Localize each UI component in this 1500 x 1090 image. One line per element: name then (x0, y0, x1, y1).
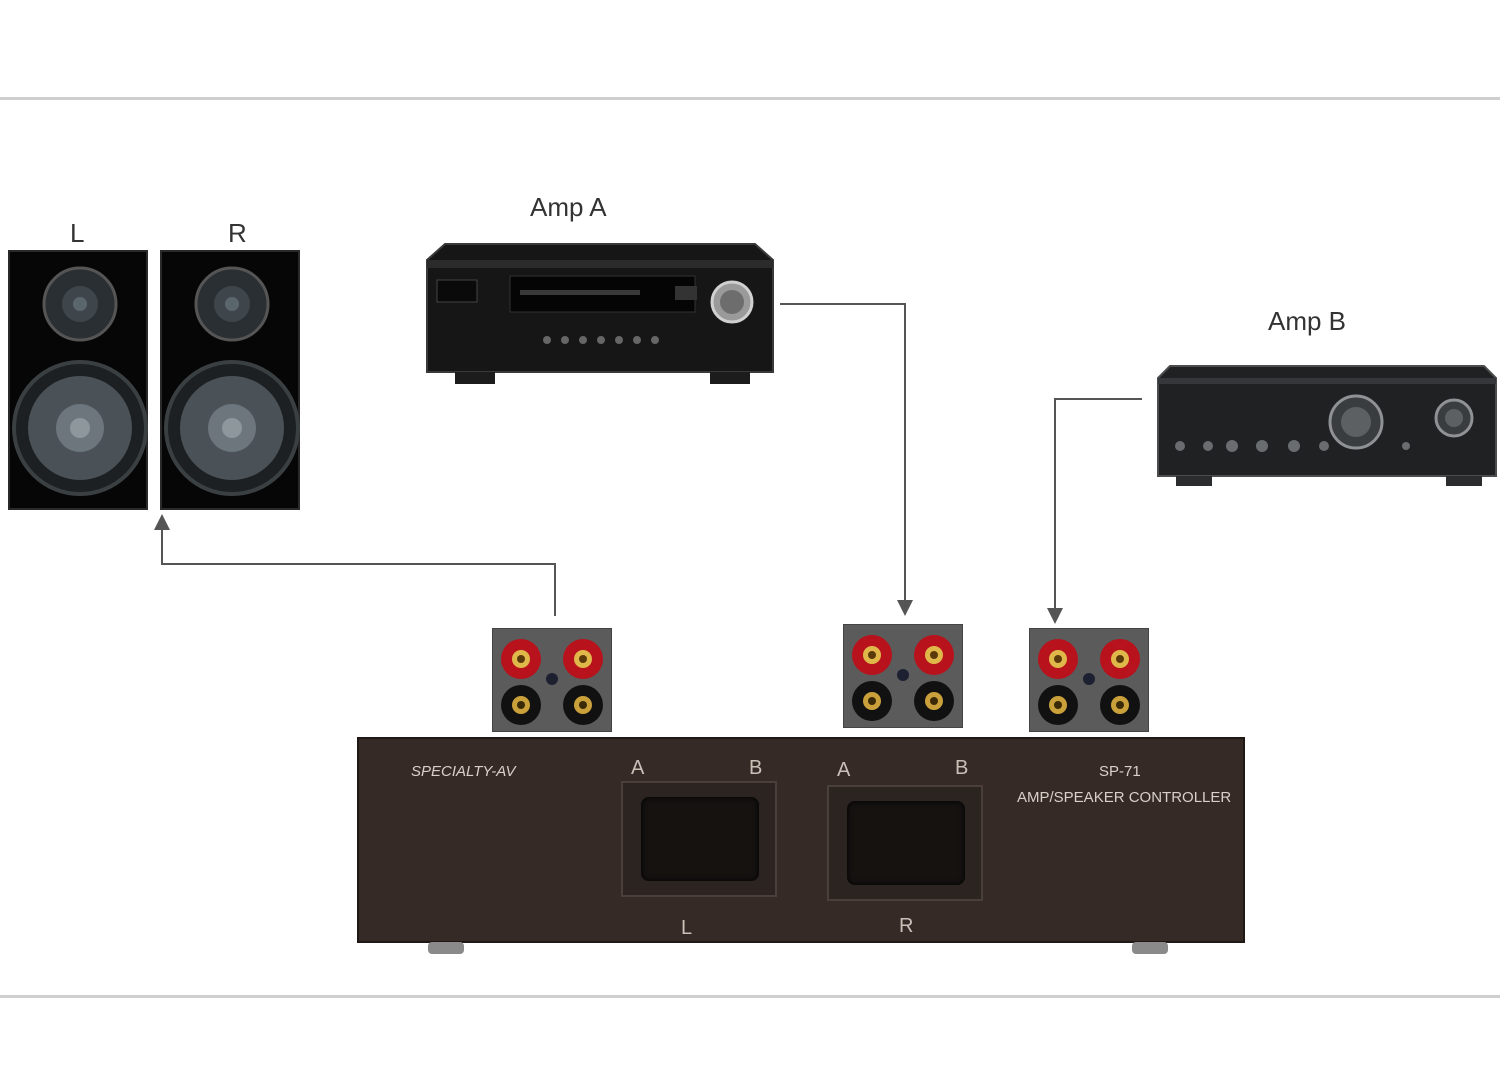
left-channel-switch[interactable] (621, 781, 777, 897)
model-label: SP-71 (1099, 763, 1141, 780)
speaker-right (160, 250, 300, 510)
speaker-left-drivers (12, 266, 148, 496)
bottom-divider (0, 995, 1500, 998)
right-channel-switch[interactable] (827, 785, 983, 901)
controller-foot-left (428, 942, 464, 954)
description-label: AMP/SPEAKER CONTROLLER (1017, 789, 1232, 806)
speaker-output-terminals (492, 628, 612, 732)
right-channel-label: R (899, 915, 914, 937)
speaker-right-label: R (228, 218, 247, 248)
amp-b-body (1157, 365, 1497, 486)
terminal-posts (501, 639, 603, 725)
left-rocker[interactable] (641, 797, 759, 881)
brand-label: SPECIALTY-AV (411, 763, 516, 780)
wire-speakers (154, 514, 556, 616)
terminal-posts (1038, 639, 1140, 725)
amp-b (1156, 362, 1498, 490)
speaker-left-label: L (70, 218, 85, 248)
wire-amp-a (780, 303, 913, 616)
terminal-posts (852, 635, 954, 721)
amp-b-label: Amp B (1268, 306, 1347, 336)
amp-a (425, 240, 775, 390)
wire-amp-b (1047, 398, 1142, 624)
speaker-controller-box: SPECIALTY-AV SP-71 AMP/SPEAKER CONTROLLE… (357, 737, 1245, 943)
top-divider (0, 97, 1500, 100)
right-switch-b-label: B (955, 757, 969, 779)
speaker-left (8, 250, 148, 510)
right-switch-a-label: A (837, 759, 851, 781)
speaker-right-drivers (164, 266, 300, 496)
amp-a-input-terminals (843, 624, 963, 728)
right-rocker[interactable] (847, 801, 965, 885)
left-switch-a-label: A (631, 757, 645, 779)
controller-foot-right (1132, 942, 1168, 954)
amp-b-input-terminals (1029, 628, 1149, 732)
amp-a-label: Amp A (530, 192, 607, 222)
left-switch-b-label: B (749, 757, 763, 779)
left-channel-label: L (681, 917, 693, 939)
amp-a-body (426, 243, 774, 384)
